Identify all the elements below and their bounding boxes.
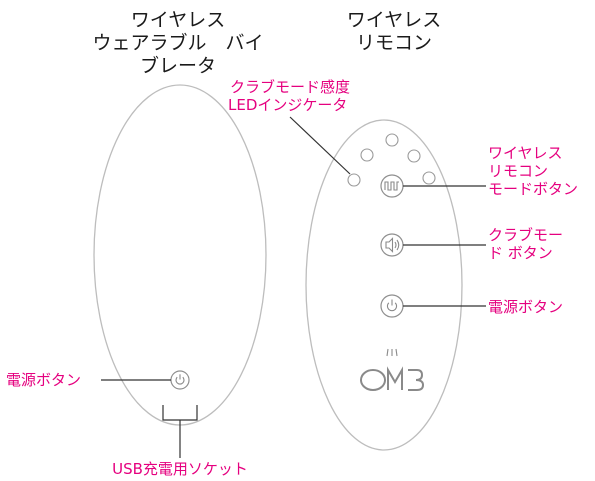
- vibrator-title-line-1: ワイヤレス: [131, 9, 225, 31]
- led-leader-line: [289, 116, 351, 175]
- usb-socket: [162, 405, 198, 421]
- remote-mode-button[interactable]: [380, 174, 404, 198]
- led-label-line-2: LEDインジケータ: [228, 96, 347, 114]
- led-indicator: [407, 149, 421, 163]
- usb-socket-label: USB充電用ソケット: [112, 460, 248, 478]
- vibrator-power-button[interactable]: [170, 370, 190, 390]
- mode-label-line-2: リモコン: [488, 162, 548, 180]
- ir-emitter-marks: [386, 348, 398, 357]
- remote-power-button[interactable]: [380, 294, 404, 318]
- mode-label-line-3: モードボタン: [488, 180, 578, 198]
- club-label-line-1: クラブモー: [488, 226, 563, 244]
- vibrator-title-line-3: ブレータ: [140, 54, 216, 77]
- vibrator-power-label: 電源ボタン: [6, 371, 81, 389]
- vibrator-title-line-2: ウェアラブル バイ: [92, 31, 263, 54]
- power-icon: [175, 374, 185, 385]
- remote-title-line-1: ワイヤレス: [347, 9, 441, 31]
- remote-mode-button-ring: [380, 174, 404, 198]
- led-label-line-1: クラブモード感度: [230, 78, 350, 96]
- mode-label-line-1: ワイヤレス: [488, 144, 563, 162]
- speaker-sound-icon: [385, 237, 400, 253]
- led-indicator: [422, 171, 436, 185]
- remote-body: [305, 119, 463, 451]
- club-mode-led-indicators: [347, 133, 436, 187]
- omb-logo: [360, 366, 425, 391]
- remote-power-button-ring: [380, 294, 404, 318]
- led-indicator: [385, 133, 399, 147]
- led-indicator: [360, 148, 374, 162]
- vibrator-power-button-ring: [170, 370, 190, 390]
- led-indicator: [347, 173, 361, 187]
- club-label-line-2: ド ボタン: [488, 244, 553, 262]
- remote-title: ワイヤレス リモコン: [347, 9, 441, 54]
- pulse-wave-icon: [384, 181, 399, 191]
- vibrator-title: ワイヤレス ウェアラブル バイ ブレータ: [92, 9, 263, 77]
- remote-power-label: 電源ボタン: [488, 298, 563, 316]
- remote-title-line-2: リモコン: [356, 32, 432, 54]
- power-icon: [386, 299, 398, 312]
- remote-club-mode-button[interactable]: [380, 233, 404, 257]
